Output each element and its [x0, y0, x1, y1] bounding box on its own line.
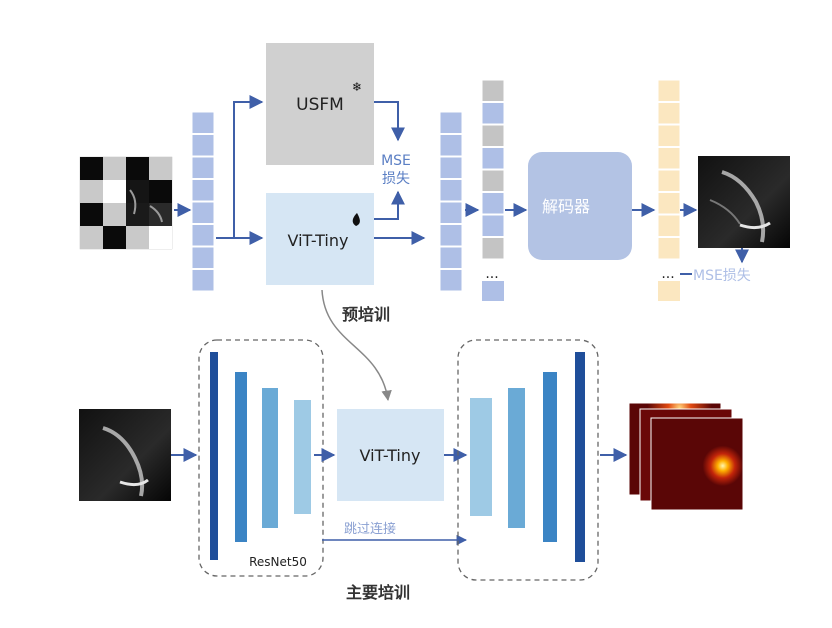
- mse-loss-label-line2: 损失: [382, 171, 410, 187]
- snowflake-icon: ❄: [352, 80, 362, 94]
- arrow-vit-to-loss: [374, 190, 405, 220]
- encoder-block-2: [235, 372, 247, 542]
- output-heatmaps: [628, 402, 744, 511]
- reconstructed-image: [698, 156, 790, 248]
- mixed-token: [481, 79, 505, 102]
- mixed-token: [482, 281, 504, 301]
- output-token: [658, 281, 680, 301]
- token-column-input: [191, 111, 215, 292]
- output-token: [657, 192, 681, 215]
- token-column-features: [439, 111, 463, 292]
- mixed-token: [481, 192, 505, 215]
- vit-tiny-student-box: ViT-Tiny: [266, 193, 374, 285]
- usfm-label: USFM: [296, 95, 344, 115]
- output-token: [657, 214, 681, 237]
- feature-token: [439, 134, 463, 157]
- mixed-token: [481, 124, 505, 147]
- input-token: [191, 246, 215, 269]
- ellipsis-mixed: ...: [485, 266, 498, 282]
- input-token: [191, 224, 215, 247]
- input-token: [191, 179, 215, 202]
- feature-token: [439, 246, 463, 269]
- vit-tiny-label-2: ViT-Tiny: [360, 446, 421, 465]
- pretraining-title: 预培训: [342, 305, 390, 324]
- mixed-token: [481, 214, 505, 237]
- feature-token: [439, 224, 463, 247]
- arrow-usfm-to-loss: [374, 101, 405, 142]
- mixed-token: [481, 147, 505, 170]
- decoder-box: 解码器: [528, 152, 632, 260]
- feature-token: [439, 201, 463, 224]
- skip-connection-label: 跳过连接: [344, 521, 396, 537]
- token-column-output: [657, 79, 681, 301]
- feature-token: [439, 111, 463, 134]
- usfm-teacher-box: USFM ❄: [266, 43, 374, 165]
- decoder-block-3: [543, 372, 557, 542]
- output-token: [657, 147, 681, 170]
- input-ultrasound-image: [79, 409, 171, 501]
- output-token: [657, 169, 681, 192]
- input-token: [191, 111, 215, 134]
- output-token: [657, 124, 681, 147]
- output-token: [657, 79, 681, 102]
- input-token: [191, 134, 215, 157]
- arrow-to-usfm: [216, 95, 264, 239]
- vit-tiny-label: ViT-Tiny: [288, 231, 349, 250]
- input-token: [191, 201, 215, 224]
- feature-token: [439, 269, 463, 292]
- decoder-block-2: [508, 388, 525, 528]
- input-token: [191, 269, 215, 292]
- input-token: [191, 156, 215, 179]
- decoder-block-1: [470, 398, 492, 516]
- masked-input-image: [79, 156, 173, 250]
- feature-token: [439, 156, 463, 179]
- mse-loss-label-line1: MSE: [381, 153, 411, 169]
- transfer-weights-arrow: [321, 289, 392, 402]
- mixed-token: [481, 102, 505, 125]
- output-token: [657, 237, 681, 260]
- token-column-mixed: [481, 79, 505, 301]
- decoder-container: [457, 339, 599, 581]
- ellipsis-output: ...: [661, 266, 674, 282]
- resnet50-label: ResNet50: [249, 555, 307, 569]
- feature-token: [439, 179, 463, 202]
- encoder-block-3: [262, 388, 278, 528]
- flame-icon: [352, 213, 360, 226]
- mixed-token: [481, 169, 505, 192]
- encoder-block-4: [294, 400, 311, 514]
- output-token: [657, 102, 681, 125]
- mixed-token: [481, 237, 505, 260]
- main-training-title: 主要培训: [346, 583, 410, 602]
- mse-loss-output-label: MSE损失: [693, 268, 751, 284]
- decoder-label: 解码器: [542, 197, 590, 216]
- encoder-block-1: [210, 352, 218, 560]
- decoder-block-4: [575, 352, 585, 562]
- vit-tiny-bottleneck-box: ViT-Tiny: [337, 409, 444, 501]
